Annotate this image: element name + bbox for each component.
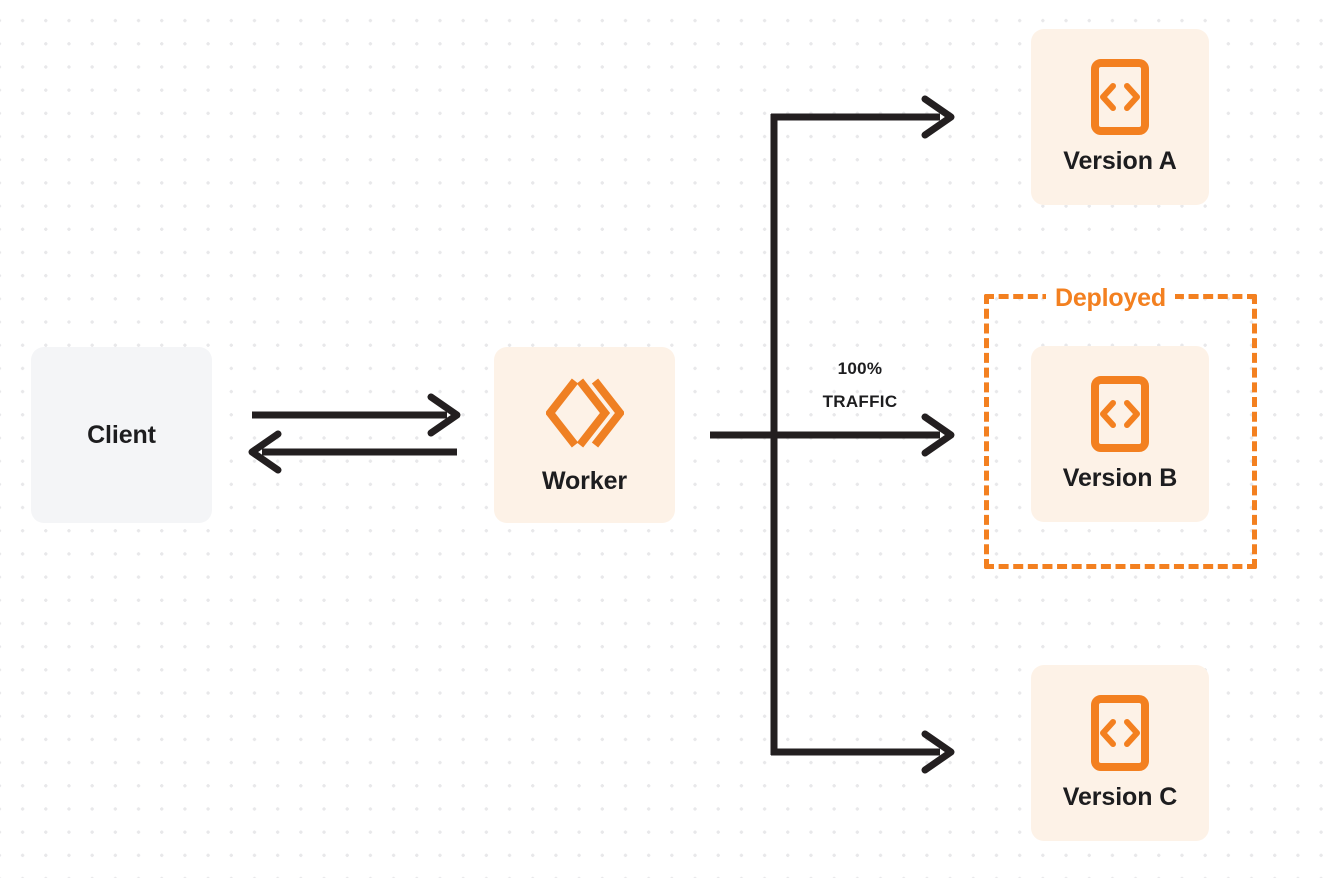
traffic-word: TRAFFIC <box>822 392 898 412</box>
cloudflare-workers-logo-icon <box>544 375 625 451</box>
code-brackets-icon <box>1091 375 1149 452</box>
code-brackets-icon <box>1091 58 1149 135</box>
code-brackets-icon <box>1091 694 1149 771</box>
edge-client-to-worker <box>252 393 461 437</box>
edge-to-version-a <box>771 95 955 139</box>
node-version-c-label: Version C <box>1062 782 1178 811</box>
edge-worker-to-client <box>248 430 457 474</box>
node-version-a[interactable]: Version A <box>1031 29 1209 205</box>
node-version-b-label: Version B <box>1062 463 1178 492</box>
node-client-label: Client <box>87 420 156 449</box>
traffic-percent-value: 100% <box>837 359 883 378</box>
edge-to-version-c <box>771 730 955 774</box>
node-version-a-label: Version A <box>1063 146 1177 175</box>
node-version-c[interactable]: Version C <box>1031 665 1209 841</box>
node-worker[interactable]: Worker <box>494 347 675 523</box>
edge-worker-branch-trunk <box>710 114 778 755</box>
deployed-group-label: Deployed <box>1046 286 1175 311</box>
node-version-b[interactable]: Version B <box>1031 346 1209 522</box>
edge-to-version-b <box>774 413 955 457</box>
node-client[interactable]: Client <box>31 347 212 523</box>
node-worker-label: Worker <box>541 466 628 495</box>
traffic-percentage-label: 100% TRAFFIC <box>790 352 930 418</box>
